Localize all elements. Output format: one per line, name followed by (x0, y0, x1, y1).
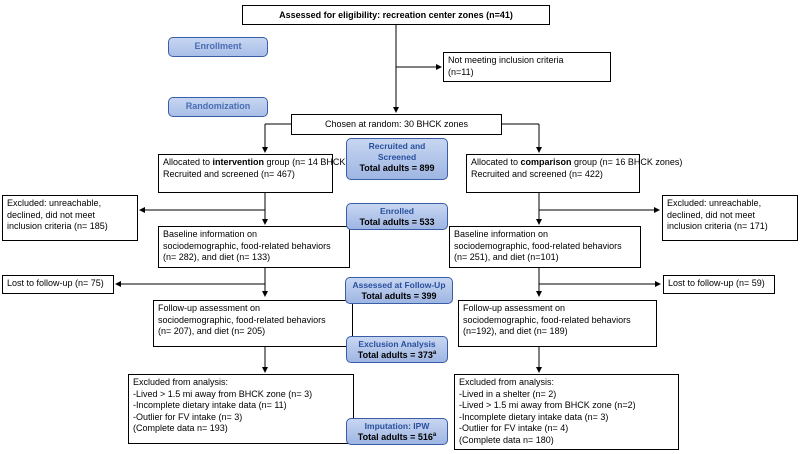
recruited-screened-stage: Recruited and Screened Total adults = 89… (346, 138, 448, 180)
alloc-group: comparison (520, 157, 572, 167)
intervention-excluded-box: Excluded: unreachable, declined, did not… (2, 195, 138, 241)
intervention-lost-box: Lost to follow-up (n= 75) (2, 275, 114, 294)
followup-stage: Assessed at Follow-Up Total adults = 399 (345, 277, 453, 304)
stage-total: Total adults = 399 (361, 291, 437, 301)
enrolled-stage: Enrolled Total adults = 533 (346, 203, 448, 230)
stage-total: Total adults = 533 (359, 217, 435, 227)
alloc-prefix: Allocated to (163, 157, 213, 167)
stage-title: Exclusion Analysis (358, 339, 436, 349)
comparison-allocation-box: Allocated to comparison group (n= 16 BHC… (466, 154, 682, 193)
stage-title: Assessed at Follow-Up (352, 280, 446, 290)
alloc-suffix: group (n= 14 BHCK zones) (264, 157, 375, 167)
recruited-count: Recruited and screened (n= 467) (163, 168, 295, 179)
intervention-analysis-excluded-box: Excluded from analysis: -Lived > 1.5 mi … (128, 374, 354, 444)
alloc-group: intervention (212, 157, 265, 167)
intervention-allocation-box: Allocated to intervention group (n= 14 B… (158, 154, 375, 193)
stage-total: Total adults = 373 (357, 350, 433, 360)
not-meeting-criteria-box: Not meeting inclusion criteria (n=11) (443, 52, 611, 82)
intervention-followup-box: Follow-up assessment on sociodemographic… (153, 300, 353, 347)
comparison-baseline-box: Baseline information on sociodemographic… (449, 226, 641, 268)
stage-title: Recruited and Screened (368, 141, 426, 162)
chosen-at-random-box: Chosen at random: 30 BHCK zones (291, 114, 502, 135)
comparison-followup-box: Follow-up assessment on sociodemographic… (458, 300, 657, 347)
intervention-baseline-box: Baseline information on sociodemographic… (158, 226, 350, 268)
stage-total: Total adults = 899 (359, 163, 435, 173)
stage-total: Total adults = 516 (357, 432, 433, 442)
comparison-lost-box: Lost to follow-up (n= 59) (663, 275, 775, 294)
footnote-marker: a (432, 350, 437, 356)
alloc-suffix: group (n= 16 BHCK zones) (571, 157, 683, 167)
eligibility-box: Assessed for eligibility: recreation cen… (242, 5, 550, 25)
comparison-excluded-box: Excluded: unreachable, declined, did not… (662, 195, 798, 241)
imputation-stage: Imputation: IPW Total adults = 516a (346, 418, 448, 445)
comparison-analysis-excluded-box: Excluded from analysis: -Lived in a shel… (454, 374, 679, 450)
recruited-count: Recruited and screened (n= 422) (471, 168, 603, 179)
exclusion-analysis-stage: Exclusion Analysis Total adults = 373a (346, 336, 448, 363)
alloc-prefix: Allocated to (471, 157, 521, 167)
enrollment-label: Enrollment (168, 37, 268, 57)
stage-title: Imputation: IPW (364, 421, 430, 431)
stage-title: Enrolled (379, 206, 414, 216)
randomization-label: Randomization (168, 97, 268, 117)
footnote-marker: a (432, 432, 437, 438)
